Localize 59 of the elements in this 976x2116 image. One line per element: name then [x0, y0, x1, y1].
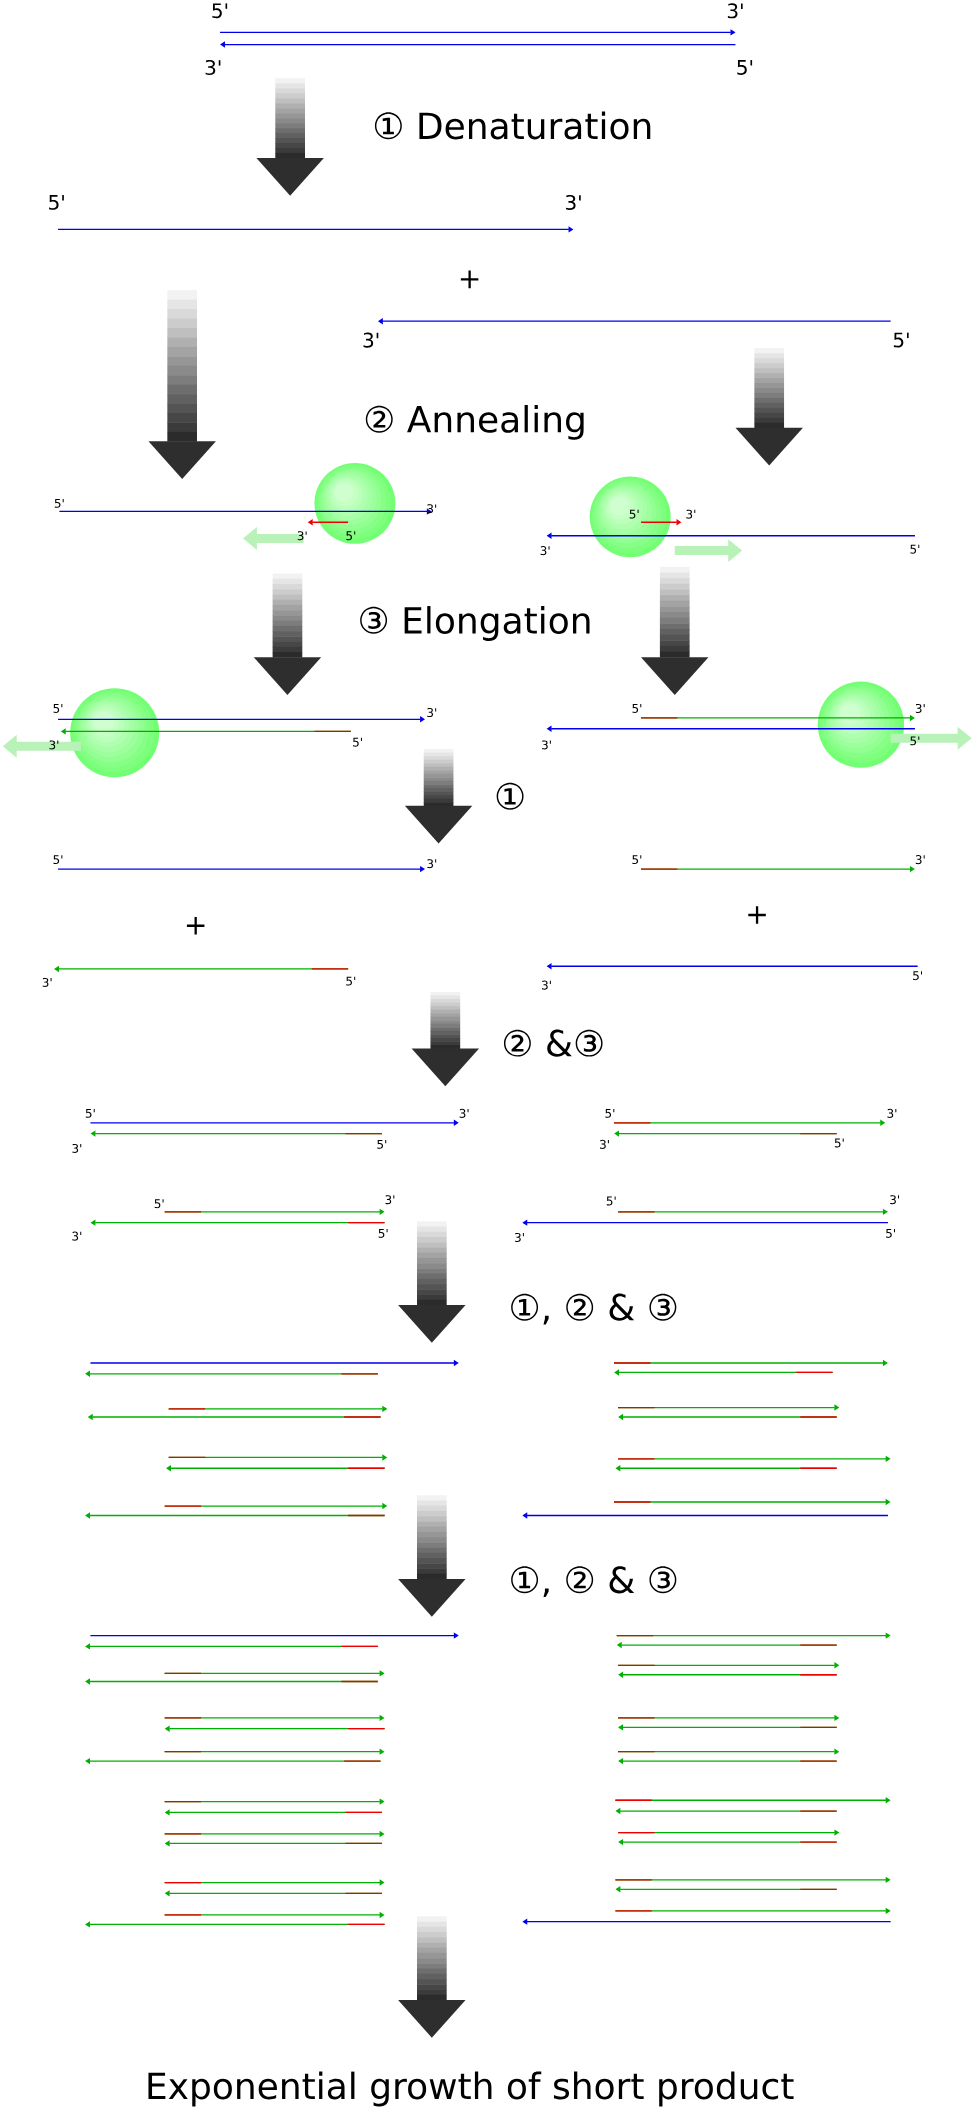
- strand-end-label: 3': [205, 59, 221, 76]
- strand-end-label: 3': [890, 1195, 900, 1205]
- strand-end-label: 5': [49, 195, 64, 210]
- caption-text: Exponential growth of short product: [148, 2071, 794, 2107]
- strand-end-label: 3': [915, 703, 925, 714]
- strand-end-label: 5': [154, 1199, 164, 1209]
- plus-sign: +: [748, 906, 766, 924]
- strand-end-label: 5': [910, 736, 920, 746]
- strand-end-label: 3': [686, 509, 696, 519]
- strand-end-label: 3': [427, 504, 437, 514]
- strand-end-label: 5': [605, 1108, 615, 1118]
- strand-end-label: 5': [835, 1138, 844, 1148]
- strand-end-label: 3': [915, 855, 925, 865]
- strand-end-label: 5': [353, 737, 363, 747]
- strand-end-label: 3': [542, 740, 551, 750]
- strand-end-label: 3': [887, 1108, 897, 1118]
- plus-sign: +: [461, 270, 479, 289]
- strand-end-label: 5': [894, 332, 909, 348]
- strand-end-label: 3': [72, 1231, 82, 1241]
- strand-end-label: 5': [886, 1229, 896, 1238]
- plus-sign: +: [187, 917, 205, 935]
- strand-end-label: 5': [86, 1108, 95, 1118]
- strand-end-label: 5': [53, 704, 63, 713]
- strand-end-label: 3': [363, 332, 379, 348]
- strand-end-label: 3': [427, 859, 437, 869]
- strand-end-label: 5': [346, 531, 356, 541]
- strand-end-label: 5': [632, 855, 642, 865]
- strand-end-label: 3': [42, 977, 52, 987]
- strand-end-label: 3': [542, 980, 551, 990]
- strand-end-label: 3': [728, 3, 743, 19]
- strand-end-label: 3': [540, 546, 550, 556]
- strand-end-label: 5': [55, 498, 64, 508]
- strand-end-label: 5': [378, 1229, 388, 1238]
- step-label: ①, ② & ③: [511, 1566, 677, 1598]
- strand-end-label: 5': [346, 976, 356, 986]
- step-label: ①, ② & ③: [511, 1293, 677, 1325]
- strand-end-label: 3': [297, 531, 307, 541]
- strand-end-label: 5': [737, 60, 753, 75]
- strand-end-label: 5': [606, 1196, 616, 1206]
- step-label: ① Denaturation: [375, 111, 651, 140]
- strand-end-label: 3': [600, 1139, 610, 1149]
- strand-end-label: 5': [632, 704, 642, 713]
- step-label: ② Annealing: [365, 405, 584, 440]
- strand-end-label: 5': [53, 855, 63, 865]
- strand-end-label: 3': [566, 194, 581, 210]
- strand-end-label: 3': [385, 1195, 395, 1205]
- strand-end-label: 3': [72, 1143, 82, 1153]
- step-label: ② &③: [504, 1029, 603, 1057]
- step-label: ①: [496, 782, 524, 810]
- step-label: ③ Elongation: [360, 606, 590, 641]
- strand-end-label: 3': [49, 740, 59, 750]
- strand-end-label: 3': [515, 1232, 524, 1243]
- strand-end-label: 3': [427, 708, 437, 718]
- strand-end-label: 3': [459, 1108, 469, 1118]
- strand-end-label: 5': [377, 1139, 387, 1149]
- strand-end-label: 5': [910, 544, 920, 554]
- strand-end-label: 5': [212, 3, 228, 19]
- strand-end-label: 5': [629, 509, 639, 519]
- strand-end-label: 5': [913, 971, 923, 981]
